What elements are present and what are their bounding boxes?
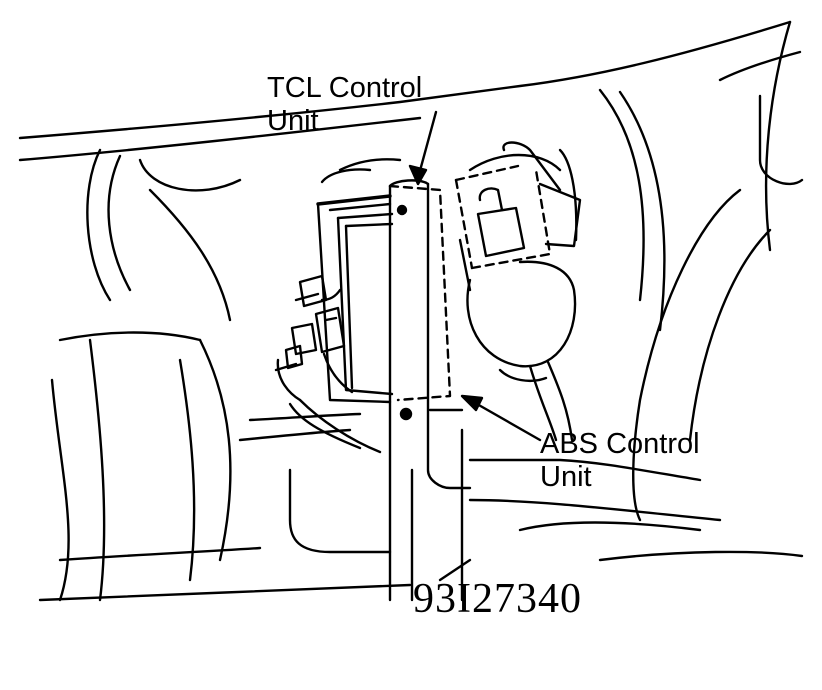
abs-control-unit-label: ABS Control Unit [540, 428, 700, 494]
mounting-bracket [388, 179, 472, 602]
tcl-leader-arrow [408, 110, 438, 186]
tcl-label-line2: Unit [267, 105, 319, 137]
figure-id: 93I27340 [413, 576, 582, 622]
tcl-control-unit [316, 184, 452, 404]
abs-leader-arrow [460, 394, 542, 442]
wiring-connectors [274, 274, 382, 454]
tcl-label-line1: TCL Control [267, 72, 423, 104]
tcl-control-unit-label: TCL Control Unit [267, 72, 422, 138]
abs-control-unit [454, 141, 582, 442]
body-panels [18, 20, 804, 602]
abs-label-line2: Unit [540, 461, 592, 493]
abs-label-line1: ABS Control [540, 428, 700, 460]
